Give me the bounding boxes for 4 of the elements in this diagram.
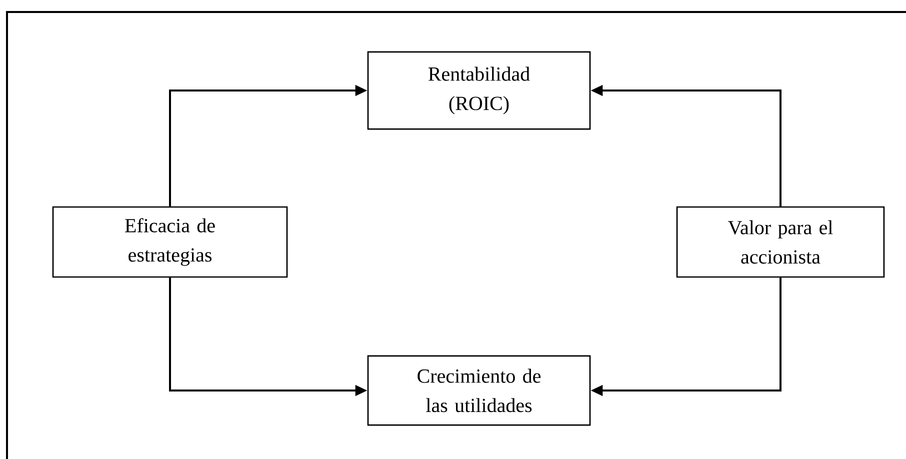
- process-box: Crecimiento de las utilidades: [367, 355, 591, 426]
- process-box: Valor para el accionista: [676, 206, 885, 278]
- process-box: Rentabilidad (ROIC): [367, 51, 591, 130]
- process-box: Eficacia de estrategias: [52, 206, 288, 278]
